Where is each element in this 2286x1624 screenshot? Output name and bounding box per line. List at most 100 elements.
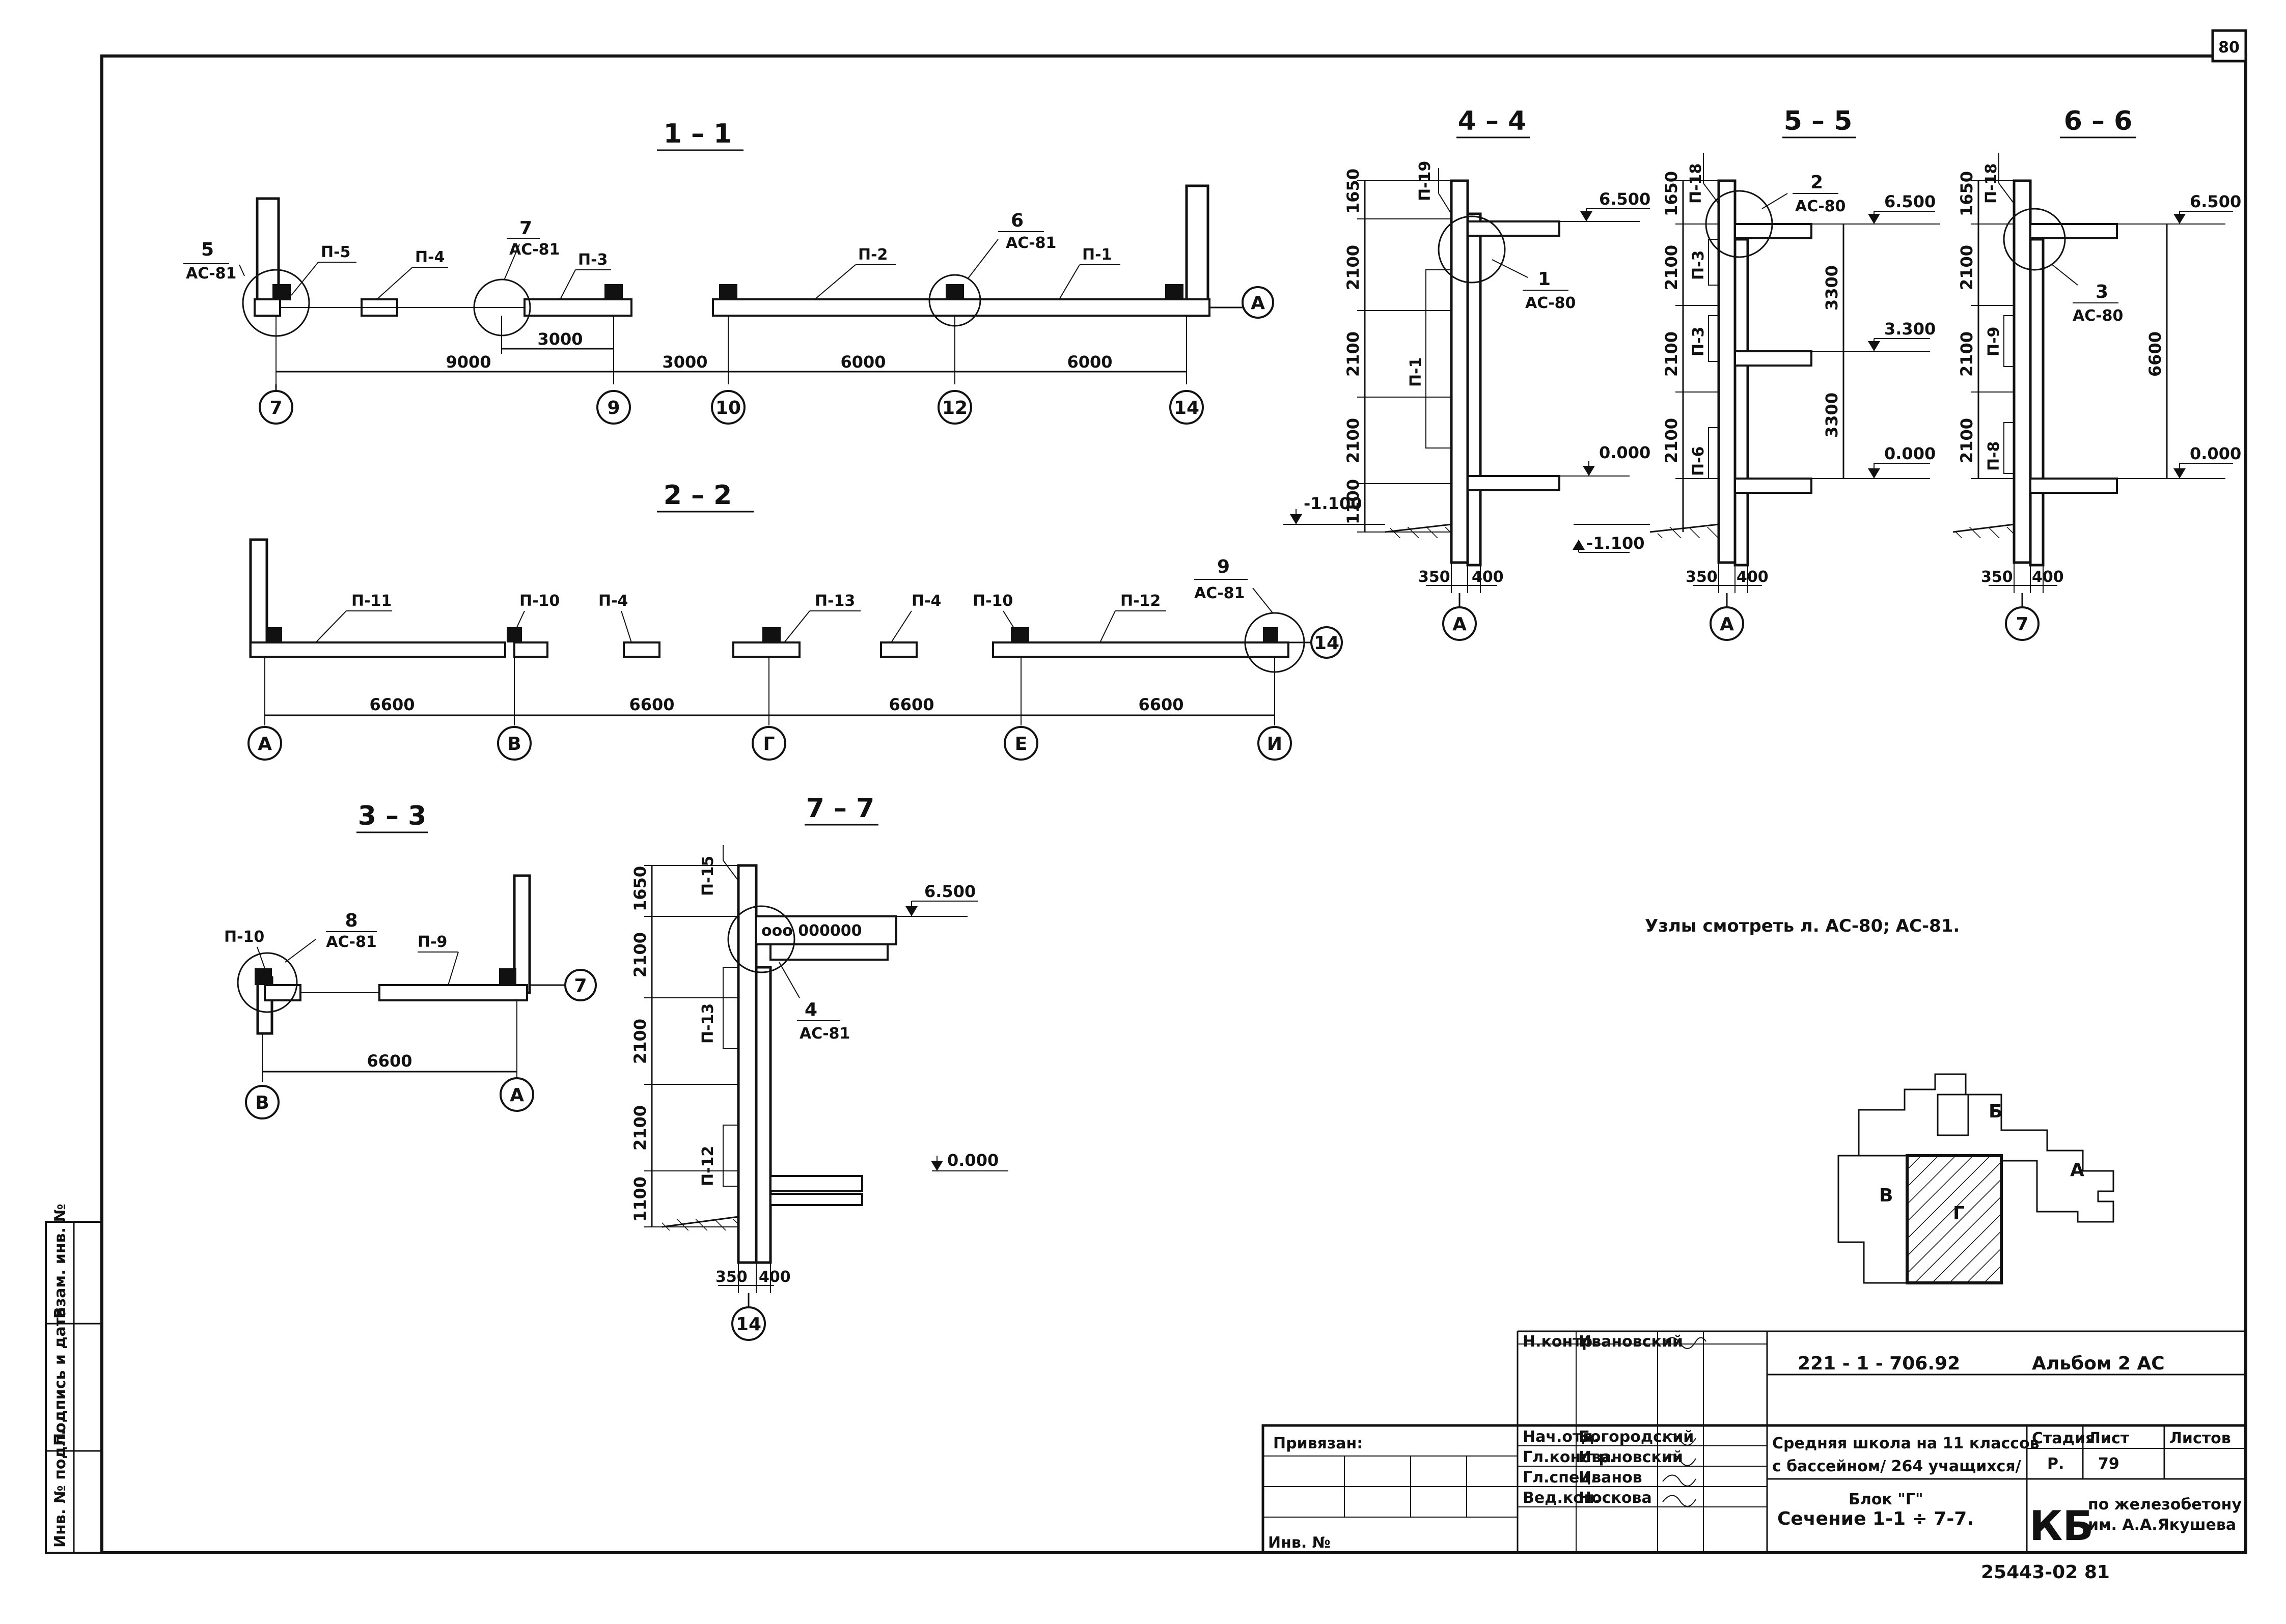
vdim: 2100 [630, 932, 650, 977]
level: 0.000 [1599, 443, 1650, 462]
vdim: 2100 [1662, 245, 1681, 290]
panel-label: П-18 [1687, 163, 1705, 204]
bdim: 350 [1686, 568, 1718, 586]
section-title: 6 – 6 [2064, 106, 2133, 136]
section-4-4: 4 – 4 1650 2100 2100 2100 1100 П-19 П-1 … [1283, 106, 1650, 641]
dim: 6000 [840, 352, 886, 372]
panel-label: П-9 [418, 933, 447, 951]
node-3-circle [2003, 208, 2066, 271]
axis-label: 7 [574, 975, 587, 996]
bdim: 350 [1981, 568, 2013, 586]
dim: 6600 [369, 695, 415, 714]
node-number: 2 [1810, 172, 1823, 193]
dim: 6600 [629, 695, 674, 714]
section-5-5: 5 – 5 1650 2100 2100 2100 П-18 П-3 П-3 П… [1573, 106, 1940, 641]
node-ref: АС-81 [800, 1025, 850, 1043]
section-2-2: 2 – 2 П-11 П-10 П-4 П-13 П-4 П-10 П-12 9… [247, 480, 1343, 761]
axis-label: А [1720, 614, 1734, 635]
panel-label: П-10 [973, 592, 1013, 610]
vdim: 1650 [1662, 171, 1681, 216]
vdim-right: 6600 [2145, 331, 2165, 377]
section-6-6: 6 – 6 1650 2100 2100 2100 П-18 П-9 П-8 3… [1952, 106, 2241, 641]
vdim: 2100 [1343, 245, 1363, 290]
header-stage: Стадия [2032, 1430, 2095, 1447]
node-8-circle [237, 952, 298, 1013]
org-line-1: по железобетону [2088, 1496, 2242, 1514]
vdim: 1650 [1957, 171, 1976, 216]
panel-label: П-19 [1416, 161, 1434, 201]
attached-label: Привязан: [1273, 1435, 1363, 1452]
role-label: Нач.отд. [1523, 1428, 1600, 1446]
node-number: 8 [345, 910, 357, 931]
panel-label: П-5 [321, 243, 350, 261]
bdim: 400 [2032, 568, 2064, 586]
axis-label: 12 [942, 398, 968, 418]
node-ref: АС-80 [1525, 294, 1576, 312]
level: 6.500 [924, 882, 976, 901]
node-number: 5 [201, 239, 214, 260]
section-1-1: 1 – 1 П-5 П-4 П-3 П-2 П-1 5 АС-81 7 АС- [183, 119, 1274, 425]
section-title: 3 – 3 [358, 801, 427, 831]
dim: 6600 [367, 1051, 412, 1071]
panel-label: П-4 [912, 592, 941, 610]
node-ref: АС-80 [2073, 307, 2123, 325]
signer-name: Ивановский [1579, 1448, 1683, 1466]
panel-label: П-3 [1690, 327, 1707, 356]
panel-label: П-6 [1690, 446, 1707, 476]
bdim: 400 [1737, 568, 1769, 586]
panel-label: П-1 [1407, 357, 1425, 387]
dim: 6600 [1138, 695, 1183, 714]
sheet-number: 80 [2218, 39, 2240, 57]
dim: 6600 [889, 695, 934, 714]
nodes-reference-note: Узлы смотреть л. АС-80; АС-81. [1645, 916, 1960, 936]
panel-label: П-2 [858, 246, 888, 264]
section-3-3: 3 – 3 П-10 П-9 8 АС-81 6600 В А 7 [224, 801, 597, 1119]
axis-label: Г [763, 734, 775, 754]
axis-label: 14 [1174, 398, 1199, 418]
dim: 3000 [662, 352, 707, 372]
node-ref: АС-81 [509, 241, 560, 259]
section-7-7: 7 – 7 ооо 000000 1650 2100 2100 2100 110… [630, 793, 1008, 1341]
section-title: 1 – 1 [664, 119, 732, 149]
node-number: 9 [1217, 556, 1230, 577]
section-title: 5 – 5 [1784, 106, 1853, 136]
header-sheets: Листов [2169, 1430, 2231, 1447]
level: 3.300 [1884, 319, 1936, 339]
level: 0.000 [1884, 444, 1936, 463]
node-number: 3 [2096, 282, 2108, 302]
panel-label: П-8 [1985, 441, 2003, 471]
level: 0.000 [2190, 444, 2241, 463]
signer-name: Богородский [1579, 1428, 1694, 1446]
vdim: 1650 [630, 866, 650, 911]
stamp-replace-inv: Взам. инв. № [51, 1203, 69, 1319]
panel-label: П-13 [815, 592, 855, 610]
panel-label: П-3 [578, 251, 608, 269]
vdim-right: 3300 [1822, 265, 1841, 311]
node-number: 7 [519, 218, 532, 239]
axis-label: 9 [607, 398, 620, 418]
node-ref: АС-81 [1006, 234, 1056, 252]
node-ref: АС-80 [1795, 198, 1846, 215]
vdim: 2100 [1957, 331, 1976, 377]
sheet-title-line-2: Сечение 1-1 ÷ 7-7. [1777, 1508, 1974, 1529]
vdim: 1100 [1343, 479, 1363, 524]
signer-name: Носкова [1579, 1489, 1652, 1507]
vdim: 2100 [630, 1019, 650, 1064]
side-stamp: Инв. № подл. Подпись и дата Взам. инв. № [45, 1203, 103, 1554]
node-number: 4 [805, 999, 817, 1020]
panel-label: П-18 [1982, 163, 2000, 204]
bdim: 350 [715, 1268, 748, 1286]
axis-label: 7 [269, 398, 282, 418]
vdim: 2100 [1662, 418, 1681, 463]
axis-label: 7 [2016, 614, 2028, 635]
panel-label: П-12 [699, 1146, 717, 1186]
panel-label: П-10 [224, 928, 264, 946]
sheet-value: 79 [2098, 1455, 2119, 1473]
level: 6.500 [2190, 192, 2241, 211]
section-title: 7 – 7 [806, 793, 875, 824]
vdim: 1100 [630, 1177, 650, 1222]
dim: 3000 [537, 329, 583, 349]
project-line-2: с бассейном/ 264 учащихся/ [1772, 1458, 2021, 1475]
panel-label: П-13 [699, 1003, 717, 1044]
level: -1.100 [1586, 534, 1645, 553]
